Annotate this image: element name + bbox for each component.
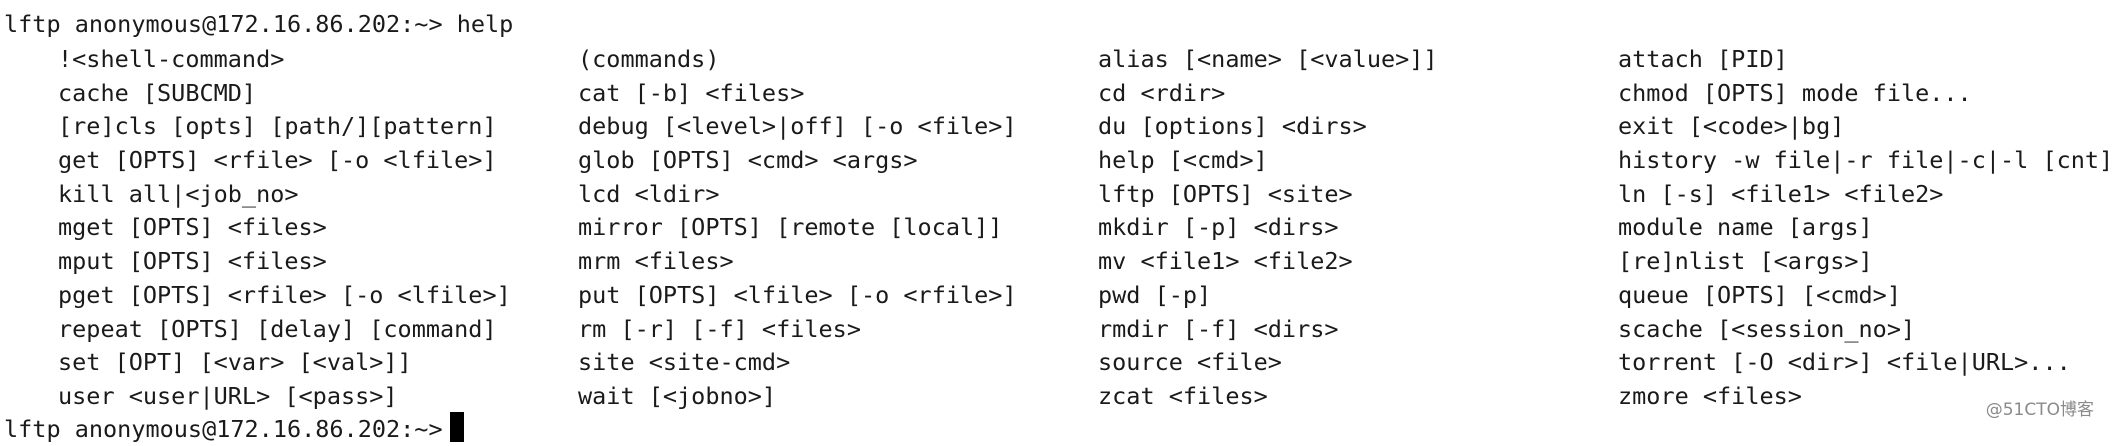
help-command-entry: user <user|URL> [<pass>]: [58, 381, 398, 410]
help-command-entry: lcd <ldir>: [578, 179, 720, 208]
help-command-entry: set [OPT] [<var> [<val>]]: [58, 348, 412, 377]
help-command-entry: scache [<session_no>]: [1618, 314, 1916, 343]
help-command-entry: rmdir [-f] <dirs>: [1098, 314, 1339, 343]
help-command-entry: torrent [-O <dir>] <file|URL>...: [1618, 348, 2071, 377]
help-command-entry: zcat <files>: [1098, 381, 1268, 410]
help-command-entry: module name [args]: [1618, 213, 1873, 242]
help-command-entry: help [<cmd>]: [1098, 146, 1268, 175]
help-command-entry: cd <rdir>: [1098, 78, 1226, 107]
watermark: @51CTO博客: [1985, 400, 2094, 420]
help-command-entry: !<shell-command>: [58, 45, 285, 73]
help-command-entry: mput [OPTS] <files>: [58, 247, 327, 276]
help-command-entry: mirror [OPTS] [remote [local]]: [578, 213, 1003, 242]
help-command-entry: zmore <files>: [1618, 381, 1802, 410]
help-command-entry: site <site-cmd>: [578, 348, 791, 377]
help-command-entry: kill all|<job_no>: [58, 179, 299, 208]
text-cursor: [450, 412, 464, 442]
help-command-entry: exit [<code>|bg]: [1618, 112, 1845, 141]
help-command-entry: put [OPTS] <lfile> [-o <rfile>]: [578, 280, 1017, 309]
help-command-entry: repeat [OPTS] [delay] [command]: [58, 314, 497, 343]
prompt-line: lftp anonymous@172.16.86.202:~> help: [4, 10, 514, 38]
help-command-entry: ln [-s] <file1> <file2>: [1618, 179, 1944, 208]
help-command-entry: lftp [OPTS] <site>: [1098, 179, 1353, 208]
help-command-entry: history -w file|-r file|-c|-l [cnt]: [1618, 146, 2114, 175]
help-command-entry: mrm <files>: [578, 247, 734, 276]
help-command-list: !<shell-command> (commands) alias [<name> …: [58, 43, 2118, 414]
help-command-entry: cache [SUBCMD]: [58, 78, 257, 107]
help-command-entry: source <file>: [1098, 348, 1282, 377]
help-command-entry: du [options] <dirs>: [1098, 112, 1367, 141]
help-command-entry: glob [OPTS] <cmd> <args>: [578, 146, 918, 175]
help-command-entry: mkdir [-p] <dirs>: [1098, 213, 1339, 242]
help-command-entry: chmod [OPTS] mode file...: [1618, 78, 1972, 107]
help-command-entry: cat [-b] <files>: [578, 78, 805, 107]
help-command-entry: (commands): [578, 45, 720, 73]
help-command-entry: get [OPTS] <rfile> [-o <lfile>]: [58, 146, 497, 175]
help-command-entry: pwd [-p]: [1098, 280, 1212, 309]
help-command-entry: [re]cls [opts] [path/][pattern]: [58, 112, 497, 141]
help-command-entry: wait [<jobno>]: [578, 381, 777, 410]
help-command-entry: mget [OPTS] <files>: [58, 213, 327, 242]
help-command-entry: pget [OPTS] <rfile> [-o <lfile>]: [58, 280, 511, 309]
help-command-entry: [re]nlist [<args>]: [1618, 247, 1873, 276]
help-command-entry: attach [PID]: [1618, 45, 1788, 73]
next-prompt-line: lftp anonymous@172.16.86.202:~>: [4, 415, 443, 443]
help-command-entry: debug [<level>|off] [-o <file>]: [578, 112, 1017, 141]
help-command-entry: queue [OPTS] [<cmd>]: [1618, 280, 1901, 309]
help-command-entry: rm [-r] [-f] <files>: [578, 314, 861, 343]
help-command-entry: mv <file1> <file2>: [1098, 247, 1353, 276]
help-command-entry: alias [<name> [<value>]]: [1098, 45, 1438, 73]
